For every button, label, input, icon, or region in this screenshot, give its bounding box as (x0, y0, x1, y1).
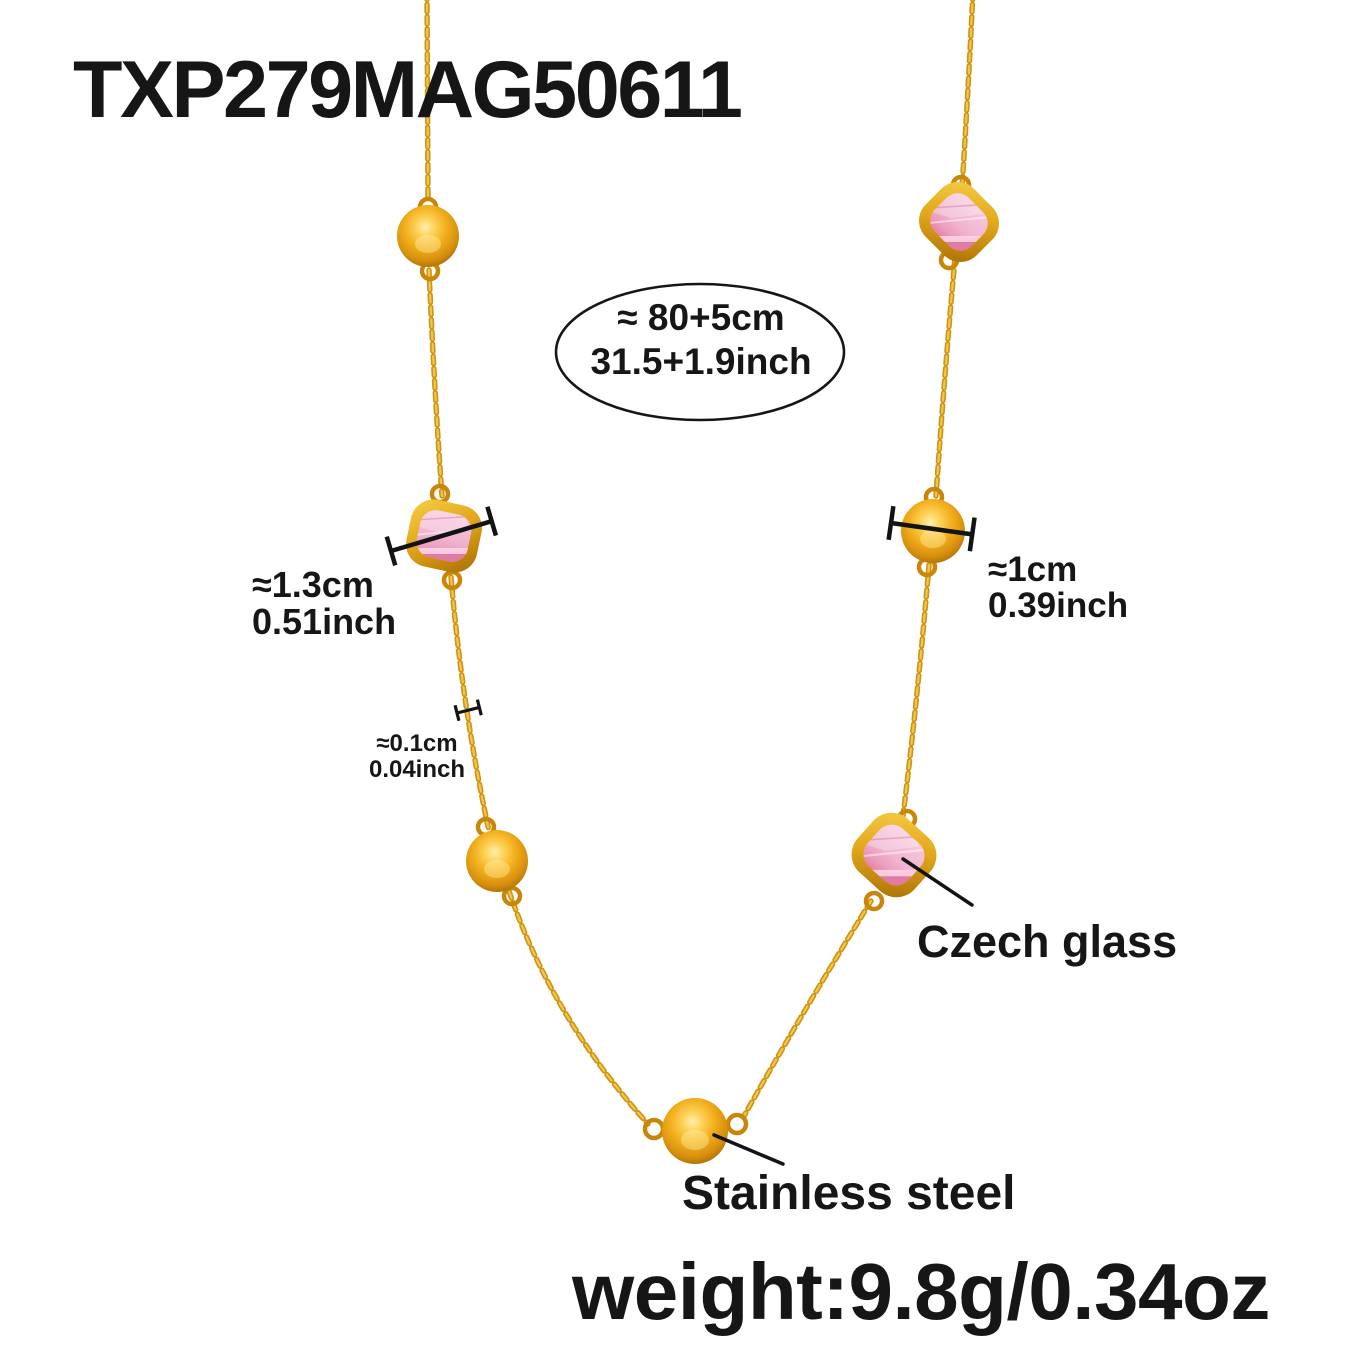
glass-bead (851, 812, 937, 898)
steel-ball-size-metric: ≈1cm (988, 550, 1078, 589)
glass-bead-size-imperial: 0.51inch (252, 601, 397, 642)
glass-material-label: Czech glass (917, 916, 1178, 967)
gold-ball (466, 830, 528, 892)
length-callout-ellipse (554, 282, 846, 422)
chain-length-imperial: 31.5+1.9inch (590, 341, 812, 382)
glass-bead (919, 182, 999, 262)
steel-ball-measure-line (886, 505, 977, 552)
product-sku: TXP279MAG50611 (73, 45, 743, 135)
glass-bead-size-annotation: ≈1.3cm 0.51inch (252, 566, 396, 640)
gold-ball (397, 205, 459, 267)
glass-bead-size-metric: ≈1.3cm (252, 564, 374, 605)
chain-width-annotation: ≈0.1cm 0.04inch (362, 731, 472, 783)
glass-bead-measure-line (384, 506, 499, 567)
chain (424, 0, 976, 1127)
chain-width-imperial: 0.04inch (368, 756, 466, 783)
gold-ball (662, 1098, 728, 1164)
steel-ball-size-imperial: 0.39inch (988, 586, 1129, 625)
steel-material-label: Stainless steel (682, 1167, 1016, 1220)
product-weight: weight:9.8g/0.34oz (572, 1247, 1270, 1336)
chain-width-metric: ≈0.1cm (376, 730, 458, 757)
chain-length-annotation: ≈ 80+5cm 31.5+1.9inch (556, 296, 846, 384)
steel-pointer-line (712, 1133, 785, 1166)
chain-length-metric: ≈ 80+5cm (617, 297, 785, 338)
chain-width-measure-line (453, 699, 483, 722)
steel-ball-size-annotation: ≈1cm 0.39inch (988, 552, 1128, 624)
glass-pointer-line (901, 857, 974, 907)
